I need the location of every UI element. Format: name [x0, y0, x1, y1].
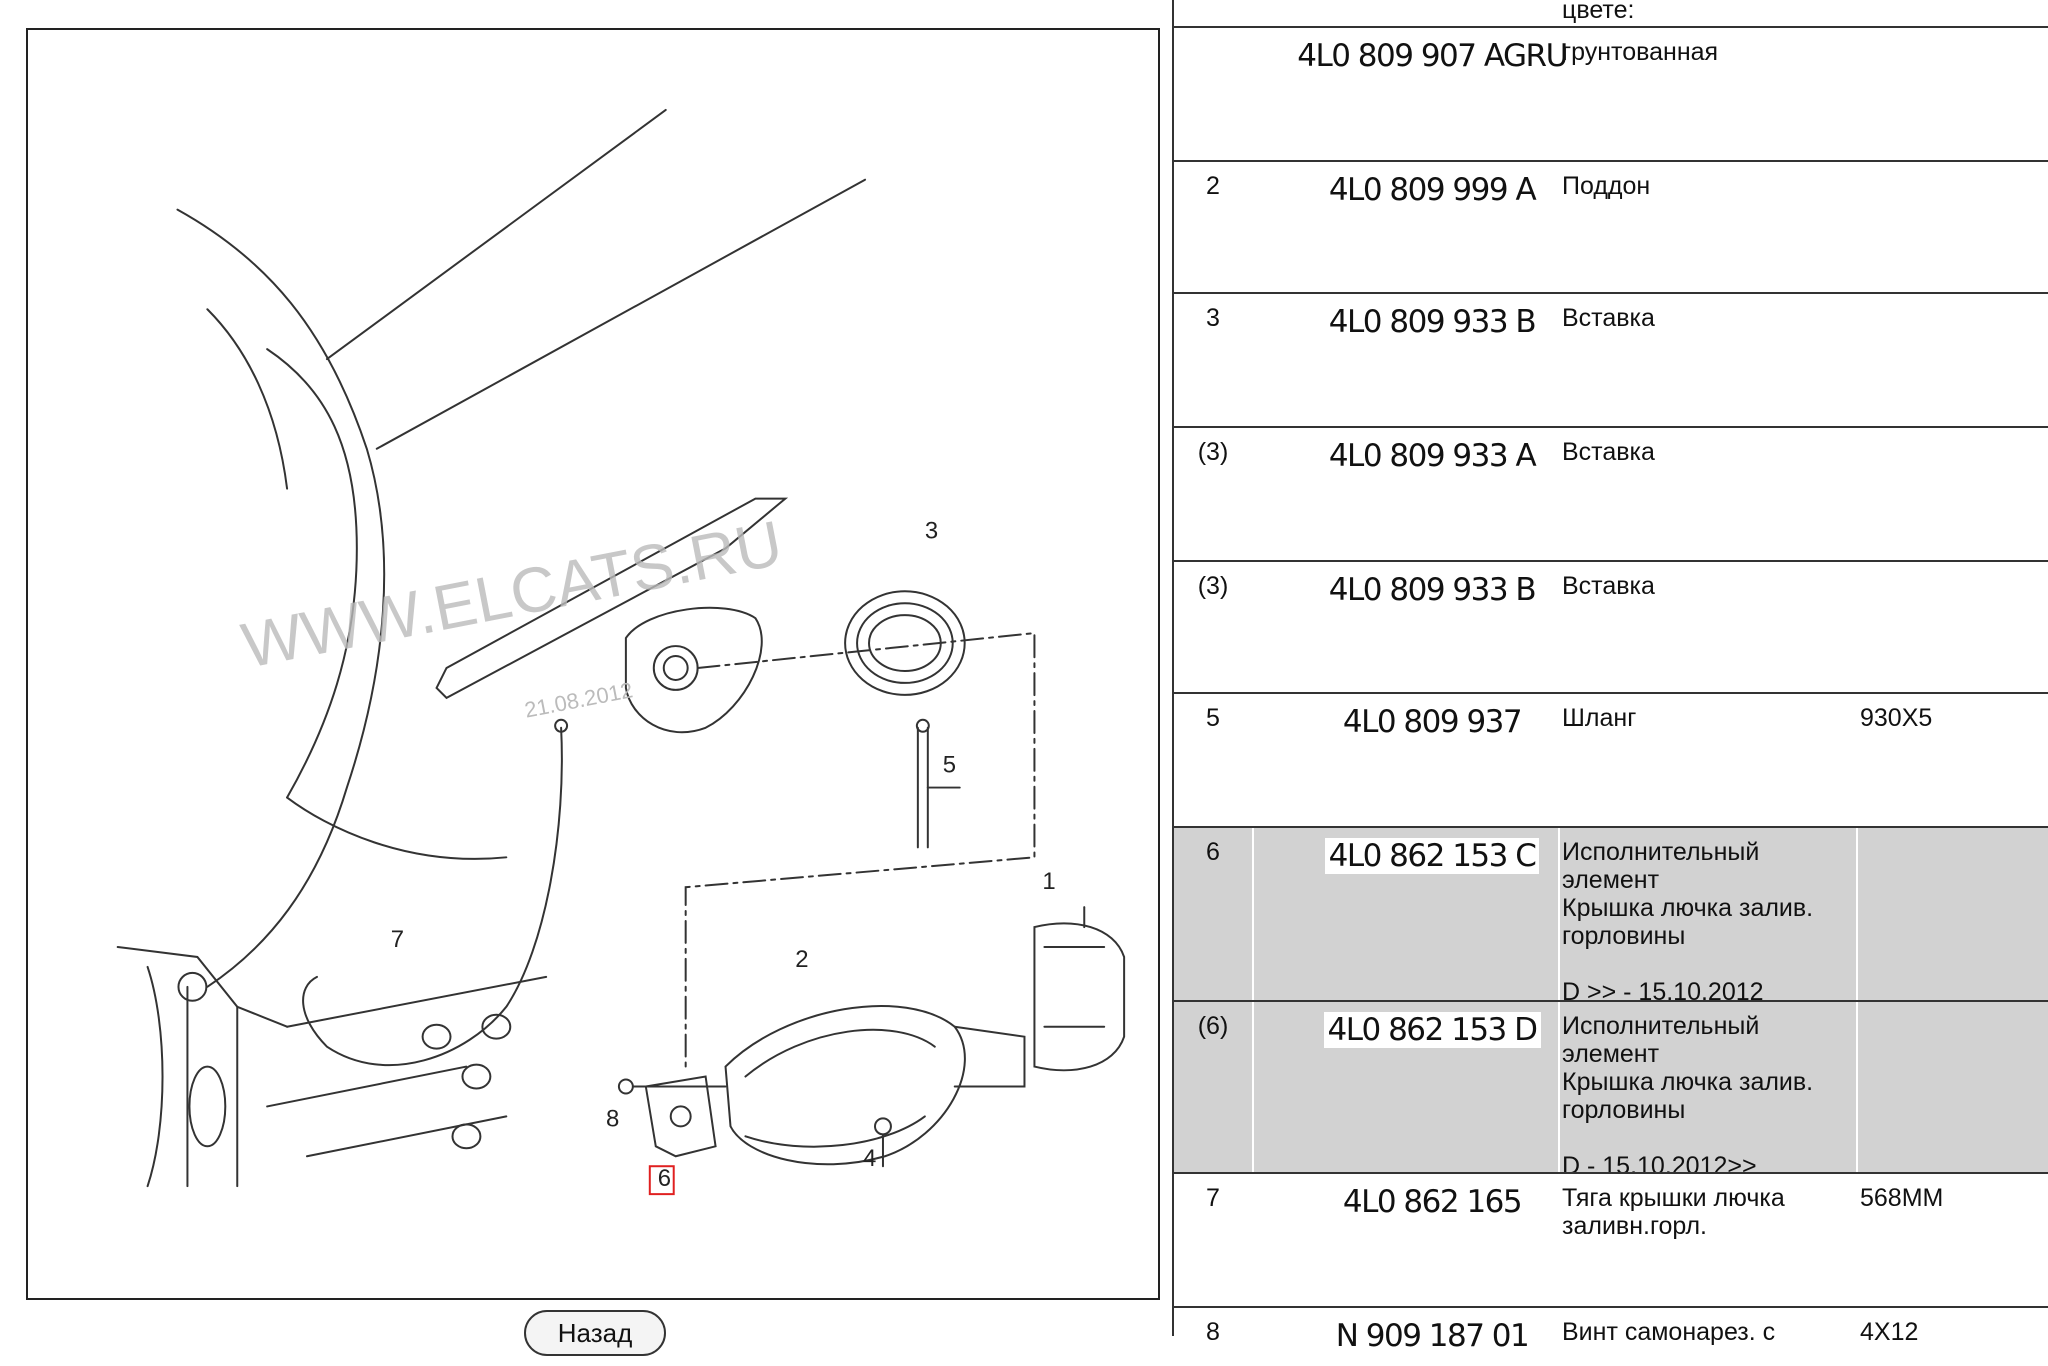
part-number[interactable]: 4L0 862 153 D: [1323, 1012, 1541, 1048]
column-divider: [1856, 828, 1858, 1000]
row-number: 7: [1206, 1184, 1220, 1212]
part-description: Вставка: [1562, 438, 1655, 466]
table-row[interactable]: 6 4L0 862 153 C Исполнительный элемент Кры…: [1174, 826, 2048, 1006]
part-description: грунтованная: [1562, 38, 1719, 66]
back-button[interactable]: Назад: [524, 1310, 666, 1356]
part-number[interactable]: 4L0 809 937: [1342, 704, 1523, 740]
selected-callout-box: [648, 1165, 675, 1196]
row-number: 5: [1206, 704, 1220, 732]
part-number-cell: 4L0 809 933 B: [1256, 572, 1608, 608]
part-number-cell: 4L0 809 933 A: [1256, 438, 1608, 474]
column-divider: [1558, 1002, 1560, 1172]
callout-7[interactable]: 7: [391, 926, 404, 953]
row-number: 3: [1206, 304, 1220, 332]
callout-8[interactable]: 8: [606, 1105, 619, 1132]
column-divider: [1252, 1002, 1254, 1172]
parts-diagram: WWW.ELCATS.RU 21.08.2012 1 2 3 4 5 6 7 8: [26, 28, 1160, 1300]
callout-4[interactable]: 4: [863, 1145, 876, 1172]
part-number-cell: 4L0 809 907 AGRU: [1256, 38, 1608, 74]
row-number: (6): [1197, 1012, 1229, 1040]
part-number-cell: 4L0 809 933 B: [1256, 304, 1608, 340]
part-number[interactable]: 4L0 862 153 C: [1324, 838, 1540, 874]
callout-1[interactable]: 1: [1042, 868, 1055, 895]
table-row[interactable]: (3) 4L0 809 933 A Вставка: [1174, 426, 2048, 560]
table-row[interactable]: 3 4L0 809 933 B Вставка: [1174, 292, 2048, 426]
part-description: Поддон: [1562, 172, 1651, 200]
row-number: 2: [1206, 172, 1220, 200]
table-row[interactable]: 8 N 909 187 01 Винт самонарез. с 4X12: [1174, 1306, 2048, 1366]
row-number: (3): [1197, 572, 1229, 600]
column-divider: [1252, 828, 1254, 1000]
column-divider: [1856, 1002, 1858, 1172]
part-number-cell: 4L0 862 153 D: [1256, 1012, 1608, 1048]
callout-3[interactable]: 3: [925, 517, 938, 544]
table-row[interactable]: 7 4L0 862 165 Тяга крышки лючка заливн.гор…: [1174, 1172, 2048, 1306]
row-number: 8: [1206, 1318, 1220, 1346]
row-number: 6: [1206, 838, 1220, 866]
part-description: Тяга крышки лючка заливн.горл.: [1562, 1184, 1785, 1240]
part-number-cell: N 909 187 01: [1256, 1318, 1608, 1354]
row-number: (3): [1197, 438, 1229, 466]
part-number-cell: 4L0 809 999 A: [1256, 172, 1608, 208]
part-note: 930X5: [1860, 704, 1933, 732]
table-row[interactable]: 5 4L0 809 937 Шланг 930X5: [1174, 692, 2048, 826]
table-row[interactable]: (3) 4L0 809 933 B Вставка: [1174, 560, 2048, 692]
previous-row-text: цвете:: [1562, 0, 1635, 24]
diagram-drawing: WWW.ELCATS.RU 21.08.2012 1 2 3 4 5 6 7 8: [116, 108, 1126, 1196]
part-number[interactable]: 4L0 809 907 AGRU: [1297, 38, 1568, 74]
watermark-date: 21.08.2012: [522, 677, 634, 722]
part-note: 568MM: [1860, 1184, 1944, 1212]
part-description: Исполнительный элемент Крышка лючка зали…: [1562, 838, 1814, 1006]
callout-6[interactable]: 6: [658, 1165, 671, 1192]
part-number-cell: 4L0 862 153 C: [1256, 838, 1608, 874]
callout-5[interactable]: 5: [943, 752, 956, 779]
part-description: Шланг: [1562, 704, 1637, 732]
column-divider: [1558, 828, 1560, 1000]
part-number[interactable]: 4L0 809 933 B: [1328, 572, 1537, 608]
table-row[interactable]: (6) 4L0 862 153 D Исполнительный элемент К…: [1174, 1000, 2048, 1180]
part-number[interactable]: 4L0 809 933 B: [1328, 304, 1537, 340]
part-description: Вставка: [1562, 304, 1655, 332]
part-number[interactable]: 4L0 809 933 A: [1328, 438, 1537, 474]
part-number[interactable]: 4L0 809 999 A: [1328, 172, 1537, 208]
part-number[interactable]: 4L0 862 165: [1342, 1184, 1523, 1220]
callout-2[interactable]: 2: [795, 946, 808, 973]
table-row[interactable]: 2 4L0 809 999 A Поддон: [1174, 160, 2048, 292]
part-number-cell: 4L0 862 165: [1256, 1184, 1608, 1220]
part-number-cell: 4L0 809 937: [1256, 704, 1608, 740]
part-number[interactable]: N 909 187 01: [1335, 1318, 1530, 1354]
part-description: Исполнительный элемент Крышка лючка зали…: [1562, 1012, 1814, 1180]
top-bar: [0, 0, 1172, 28]
watermark-text: WWW.ELCATS.RU: [236, 507, 788, 682]
part-description: Винт самонарез. с: [1562, 1318, 1776, 1346]
part-note: 4X12: [1860, 1318, 1919, 1346]
part-description: Вставка: [1562, 572, 1655, 600]
